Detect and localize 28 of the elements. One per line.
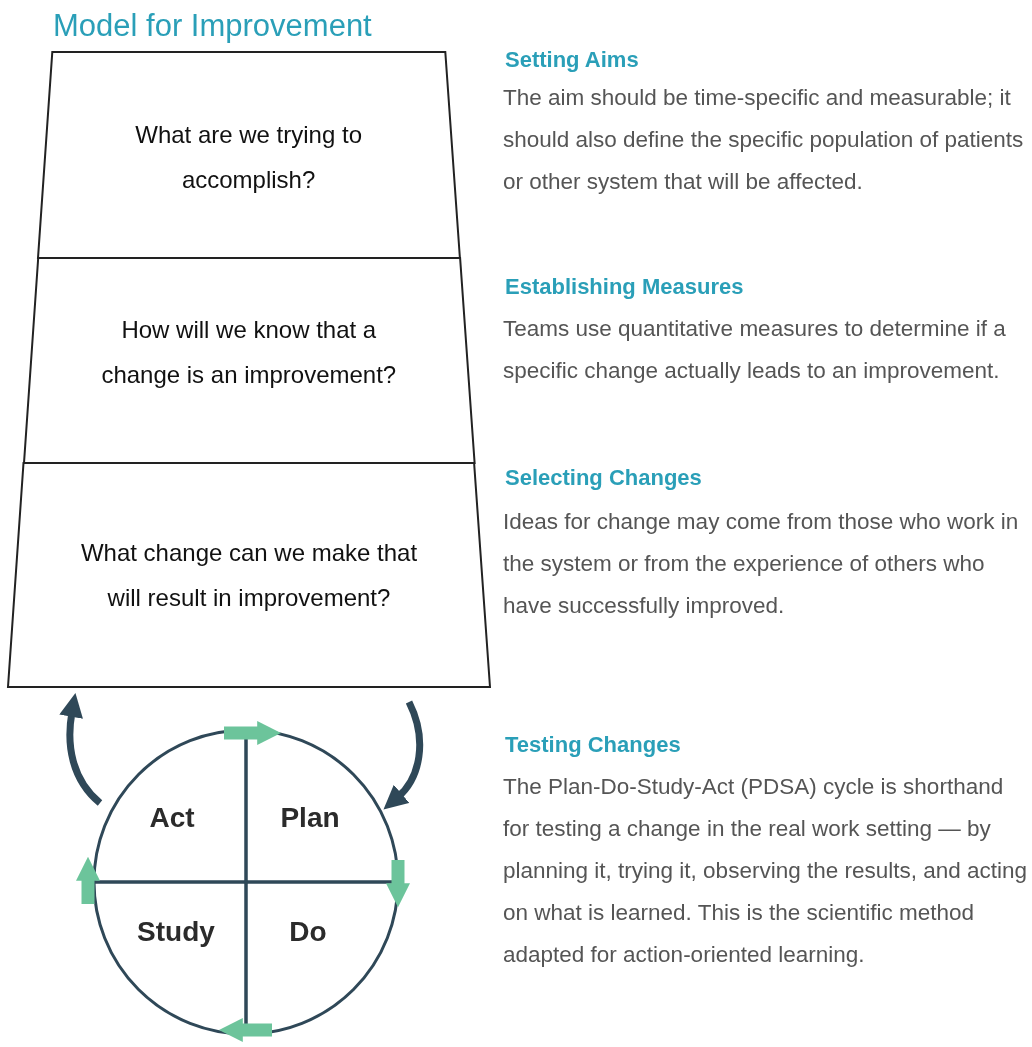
phase-label: Study bbox=[136, 916, 216, 948]
cycle-quadrant bbox=[246, 882, 398, 1034]
arrow bbox=[384, 700, 424, 811]
question-band bbox=[23, 258, 475, 463]
arrow bbox=[224, 721, 282, 745]
diagram-title: Model for Improvement bbox=[53, 8, 372, 44]
cycle-quadrant bbox=[246, 730, 398, 882]
section-paragraph: The aim should be time-specific and measurable; it should also define the specific population of patients or other system that will be affected. bbox=[503, 84, 1025, 196]
question-band bbox=[8, 463, 490, 687]
phase-label: Do bbox=[288, 916, 328, 948]
question-text: How will we know that a change is an improvement? bbox=[100, 315, 398, 390]
section-paragraph: The Plan-Do-Study-Act (PDSA) cycle is shorthand for testing a change in the real work setting — by planning it, trying it, observing the results, and acting on what is learned. This is the scientific method adapted for action-oriented learning. bbox=[503, 773, 1029, 969]
phase-label: Plan bbox=[279, 802, 341, 834]
arrow bbox=[76, 856, 100, 904]
phase-label: Act bbox=[148, 802, 196, 834]
section-heading: Selecting Changes bbox=[505, 465, 702, 491]
question-band bbox=[37, 52, 460, 258]
question-text: What change can we make that will result in improvement? bbox=[79, 538, 419, 613]
arrow bbox=[59, 693, 103, 806]
section-paragraph: Teams use quantitative measures to determine if a specific change actually leads to an improvement. bbox=[503, 315, 1007, 385]
cycle-quadrant bbox=[94, 882, 246, 1034]
section-heading: Testing Changes bbox=[505, 732, 681, 758]
section-paragraph: Ideas for change may come from those who work in the system or from the experience of others who have successfully improved. bbox=[503, 508, 1020, 620]
question-text: What are we trying to accomplish? bbox=[134, 120, 363, 195]
arrow bbox=[218, 1018, 272, 1042]
section-heading: Establishing Measures bbox=[505, 274, 744, 300]
arrow bbox=[386, 860, 410, 908]
section-heading: Setting Aims bbox=[505, 47, 639, 73]
